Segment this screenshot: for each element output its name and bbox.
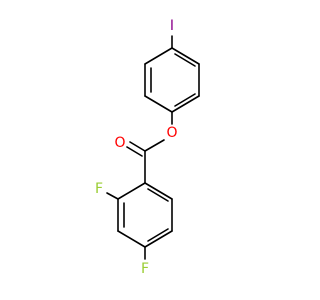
bond-ring2-1 bbox=[117, 182, 146, 200]
bond-ring2-3 bbox=[117, 230, 146, 248]
molecule-canvas: I O O F F bbox=[95, 18, 200, 277]
atom-ester-oxygen: O bbox=[166, 125, 177, 141]
bond-ring2-inner-2 bbox=[147, 228, 169, 242]
atom-labels: I O O F F bbox=[95, 18, 178, 277]
bond-ring1-6 bbox=[171, 47, 200, 65]
bond-ring1-3 bbox=[144, 95, 173, 113]
atom-fluorine-2: F bbox=[141, 261, 149, 277]
bond-carbonyl-double-1 bbox=[129, 141, 146, 152]
bond-carbonyl-double-2 bbox=[126, 146, 143, 157]
atom-carbonyl-oxygen: O bbox=[114, 135, 125, 151]
atom-iodine: I bbox=[170, 18, 174, 34]
atom-fluorine-1: F bbox=[95, 181, 103, 197]
bond-ring1-4 bbox=[171, 95, 200, 113]
bond-c-f1 bbox=[106, 192, 119, 200]
bond-ring1-1 bbox=[144, 47, 173, 65]
bond-ring1-inner-3 bbox=[174, 53, 196, 67]
bond-o-carbonyl bbox=[144, 139, 165, 152]
bond-ring2-6 bbox=[144, 182, 173, 200]
molecule-structure: I O O F F bbox=[95, 18, 200, 277]
bond-ring2-inner-3 bbox=[147, 188, 169, 202]
bond-ring1-inner-2 bbox=[174, 93, 196, 107]
bonds bbox=[106, 35, 200, 260]
bond-ring2-4 bbox=[144, 230, 173, 248]
